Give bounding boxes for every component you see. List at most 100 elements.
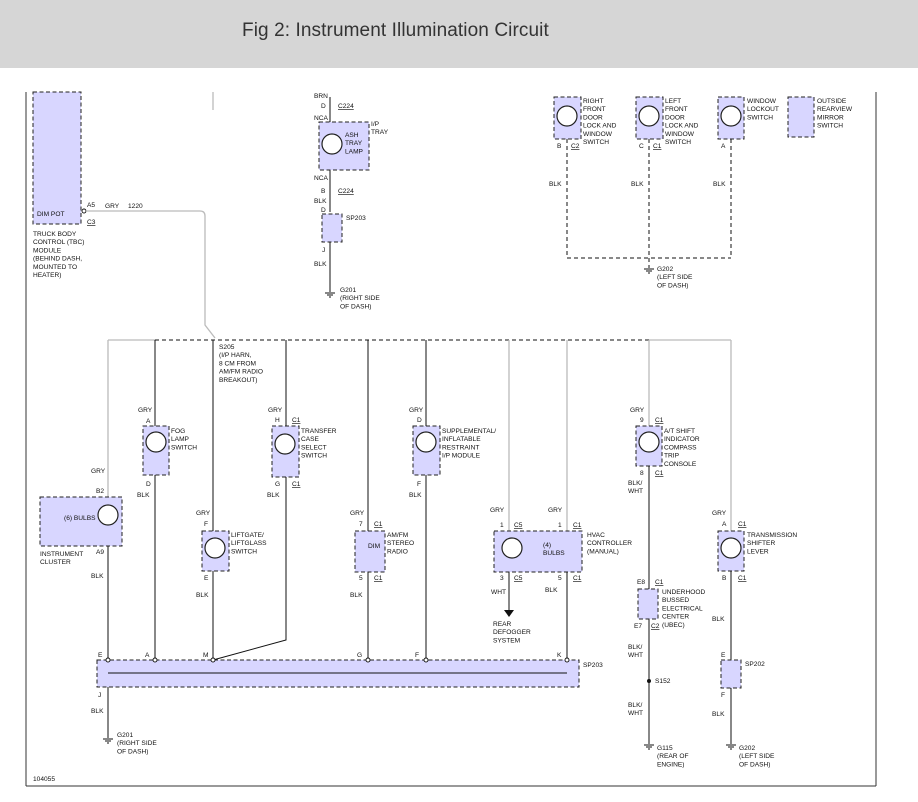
ub-c1: C1 xyxy=(655,579,664,586)
bus-k: K xyxy=(557,652,562,659)
tc-c1: C1 xyxy=(292,417,301,424)
am-fm-radio xyxy=(354,530,386,573)
sir-gry: GRY xyxy=(409,407,424,414)
fog-gry: GRY xyxy=(138,407,153,414)
ic-b2: B2 xyxy=(96,488,104,495)
fog-a: A xyxy=(146,418,151,425)
blk1: BLK xyxy=(314,198,327,205)
tc-h: H xyxy=(275,417,280,424)
lg-gry: GRY xyxy=(196,510,211,517)
hv-3: 3 xyxy=(500,575,504,582)
ground-g202-bottom xyxy=(726,744,736,750)
ub-blkwht: BLK/WHT xyxy=(628,644,643,659)
ub-blkwht2: BLK/WHT xyxy=(628,702,643,717)
hv-c5b: C5 xyxy=(514,575,523,582)
tbc-pin xyxy=(81,208,87,214)
gry-1220: GRY xyxy=(105,203,120,210)
rf-c2: C2 xyxy=(571,143,580,150)
tc-bulb xyxy=(274,433,296,455)
ts-bulb xyxy=(720,537,742,559)
fog-d: D xyxy=(146,481,151,488)
lg-bulb xyxy=(204,537,226,559)
ub-c2: C2 xyxy=(651,623,660,630)
c224a: C224 xyxy=(338,103,354,110)
lf-c1: C1 xyxy=(653,143,662,150)
dim-pot-label: DIM POT xyxy=(37,211,64,218)
at-c1b: C1 xyxy=(655,470,664,477)
at-bulb xyxy=(638,431,660,453)
ts-blk: BLK xyxy=(712,616,725,623)
bus-sp: SP203 xyxy=(583,662,603,669)
wl-a: A xyxy=(721,143,726,150)
at-9: 9 xyxy=(640,417,644,424)
ic-bulb xyxy=(97,504,119,526)
rf-b: B xyxy=(557,143,562,150)
rad-7: 7 xyxy=(359,521,363,528)
ground-g115 xyxy=(644,744,654,750)
rad-blk: BLK xyxy=(350,592,363,599)
at-blkwht: BLK/WHT xyxy=(628,480,643,495)
sir-f: F xyxy=(417,481,421,488)
sir-blk: BLK xyxy=(409,492,422,499)
c3-connector: C3 xyxy=(87,219,96,226)
ground-g201b xyxy=(103,738,113,744)
nca1: NCA xyxy=(314,115,329,122)
tbc-module xyxy=(32,91,82,225)
at-gry: GRY xyxy=(630,407,645,414)
hv-c1: C1 xyxy=(573,522,582,529)
hv-gry2: GRY xyxy=(548,507,563,514)
mirror-switch xyxy=(787,96,815,138)
at-8: 8 xyxy=(640,470,644,477)
at-c1: C1 xyxy=(655,417,664,424)
ash-bulb xyxy=(321,133,343,155)
lf-blk: BLK xyxy=(631,181,644,188)
hv-blk: BLK xyxy=(545,587,558,594)
ic-gry: GRY xyxy=(91,468,106,475)
bus-e: E xyxy=(98,652,103,659)
sp202-e: E xyxy=(721,652,726,659)
hv-gry1: GRY xyxy=(490,507,505,514)
hv-bulb xyxy=(501,537,523,559)
bus-f: F xyxy=(415,652,419,659)
rad-c1b: C1 xyxy=(374,575,383,582)
lg-e: E xyxy=(204,575,209,582)
hv-5: 5 xyxy=(558,575,562,582)
ub-e8: E8 xyxy=(637,579,645,586)
rad-5: 5 xyxy=(359,575,363,582)
ground-g201a xyxy=(325,292,335,298)
hv-bulbs: (4)BULBS xyxy=(543,542,565,557)
sp202-blk: BLK xyxy=(712,711,725,718)
bus-blk: BLK xyxy=(91,708,104,715)
ub-e7: E7 xyxy=(634,623,642,630)
rad-gry: GRY xyxy=(350,510,365,517)
rad-c1: C1 xyxy=(374,521,383,528)
sp202-f: F xyxy=(721,692,725,699)
num-1220: 1220 xyxy=(128,203,143,210)
bus-j: J xyxy=(98,692,101,699)
sp202-label: SP202 xyxy=(745,661,765,668)
ic-blk: BLK xyxy=(91,573,104,580)
sp203a: SP203 xyxy=(346,215,366,222)
lf-bulb xyxy=(638,105,660,127)
ic-a9: A9 xyxy=(96,549,104,556)
tc-ground xyxy=(212,477,287,661)
rf-blk: BLK xyxy=(549,181,562,188)
hv-1b: 1 xyxy=(558,522,562,529)
